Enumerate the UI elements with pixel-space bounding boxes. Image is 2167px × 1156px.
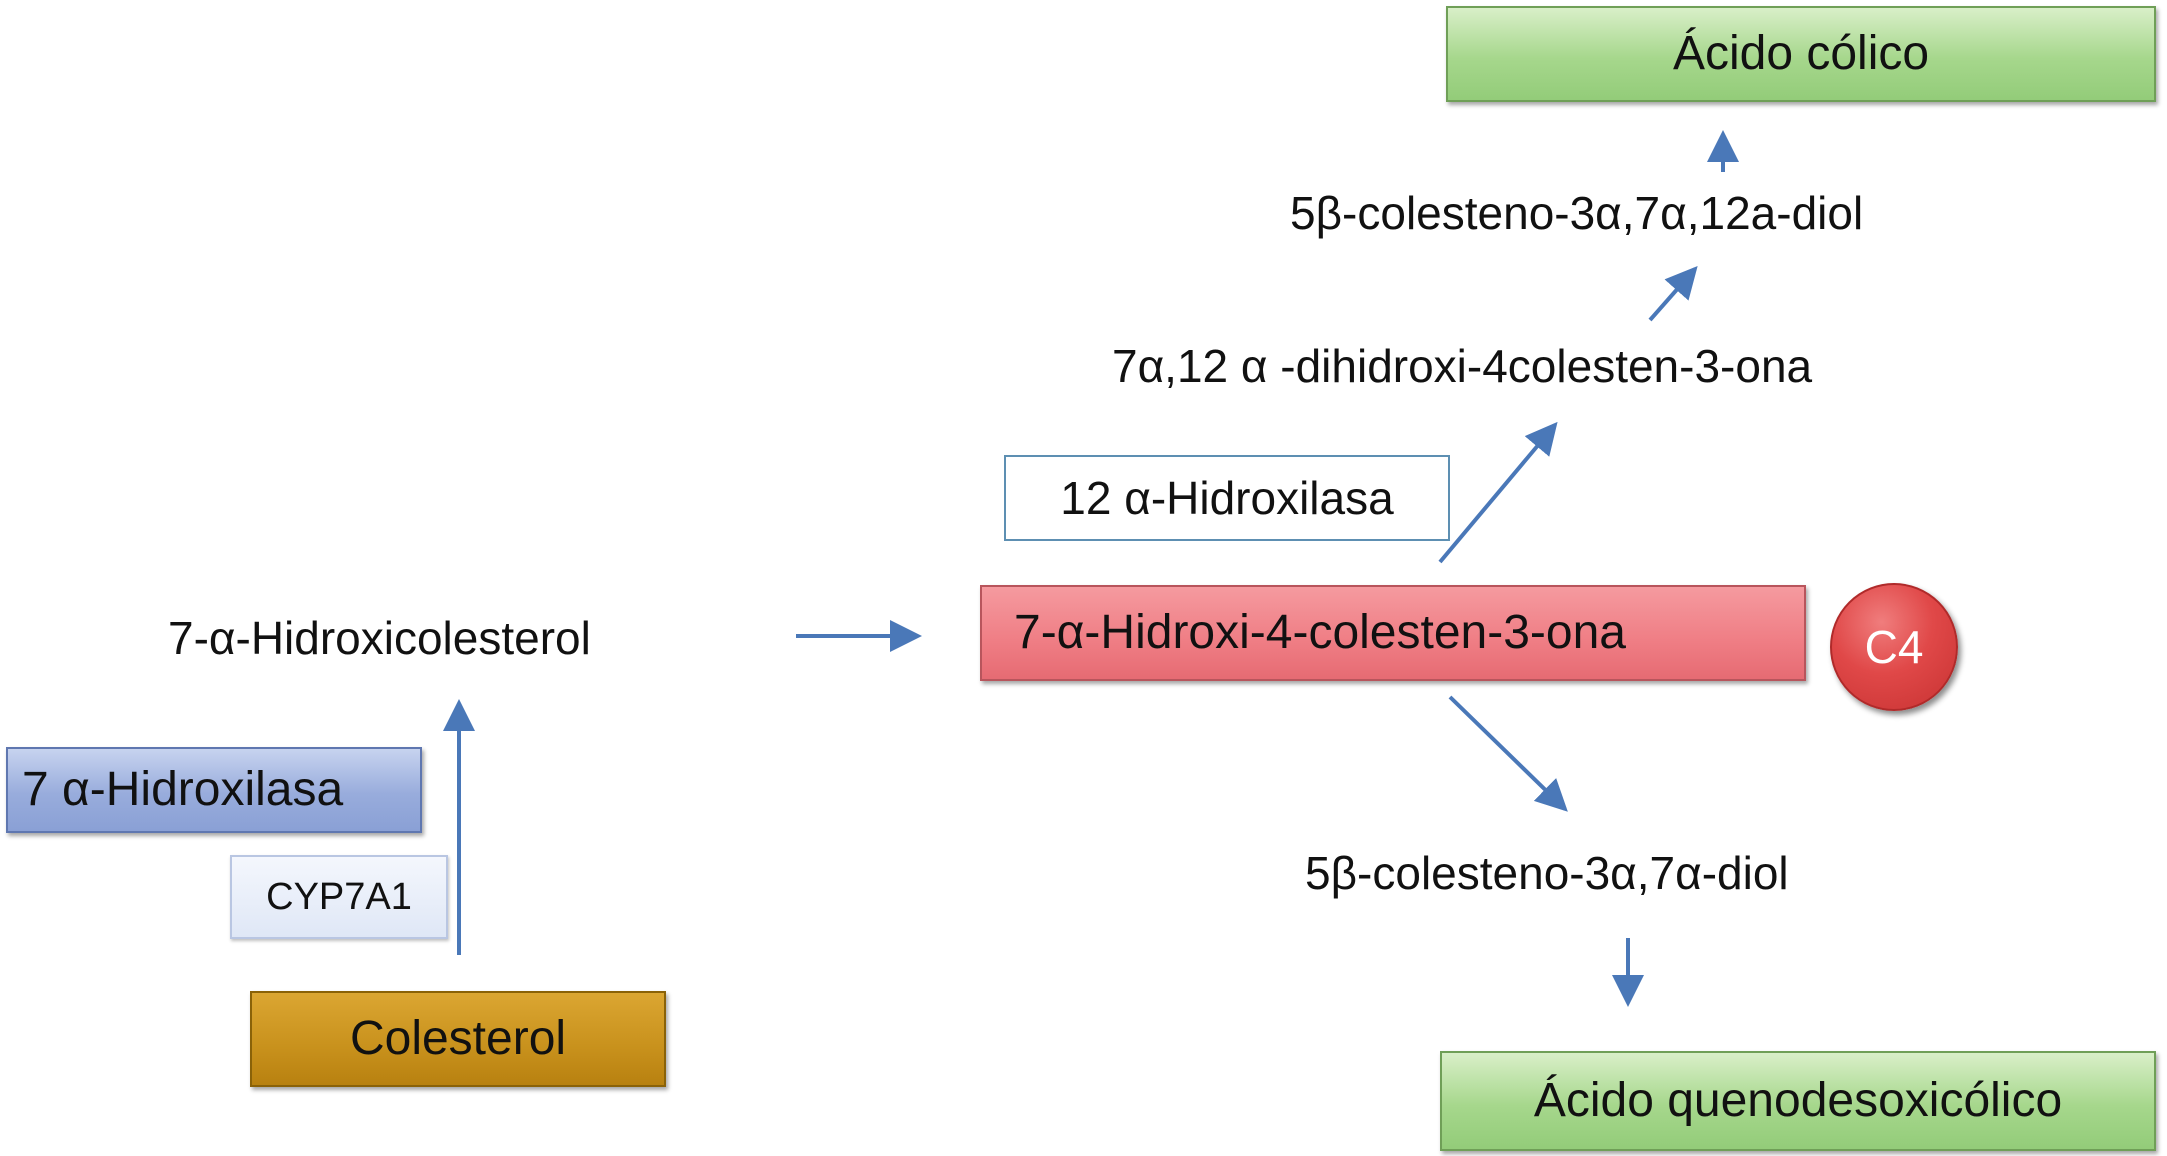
c4-badge-label: C4 — [1864, 621, 1924, 673]
hidroxicolesterol-label: 7-α-Hidroxicolesterol — [168, 612, 591, 664]
arrow-dihidroxi-to-diol-12a — [1648, 266, 1698, 322]
acido-colico-box: Ácido cólico — [1446, 6, 2156, 102]
colesterol-label: Colesterol — [349, 1012, 567, 1065]
colesterol-box: Colesterol — [250, 991, 666, 1087]
hidroxilasa-12a-label: 12 α-Hidroxilasa — [1060, 472, 1394, 524]
c4-main-label: 7-α-Hidroxi-4-colesten-3-ona — [1014, 606, 1626, 659]
dihidroxi-label: 7α,12 α -dihidroxi-4colesten-3-ona — [1112, 340, 1813, 392]
diol-12a-label: 5β-colesteno-3α,7α,12a-diol — [1290, 187, 1864, 239]
cyp7a1-label: CYP7A1 — [266, 876, 412, 918]
hidroxilasa-7a-label: 7 α-Hidroxilasa — [22, 763, 344, 816]
acido-quenodesoxicolico-box: Ácido quenodesoxicólico — [1440, 1051, 2156, 1151]
acido-colico-label: Ácido cólico — [1672, 27, 1930, 80]
acido-quenodesoxicolico-label: Ácido quenodesoxicólico — [1533, 1074, 2063, 1127]
arrow-c4-to-dihidroxi — [1438, 421, 1558, 564]
cyp7a1-box: CYP7A1 — [230, 855, 448, 939]
arrow-c4-to-diol-7a — [1448, 695, 1568, 812]
c4-main-box: 7-α-Hidroxi-4-colesten-3-ona — [980, 585, 1806, 681]
hidroxilasa-12a-box: 12 α-Hidroxilasa — [1004, 455, 1450, 541]
diol-7a-label: 5β-colesteno-3α,7α-diol — [1305, 847, 1789, 899]
c4-badge: C4 — [1830, 583, 1958, 711]
hidroxilasa-7a-box: 7 α-Hidroxilasa — [6, 747, 422, 833]
